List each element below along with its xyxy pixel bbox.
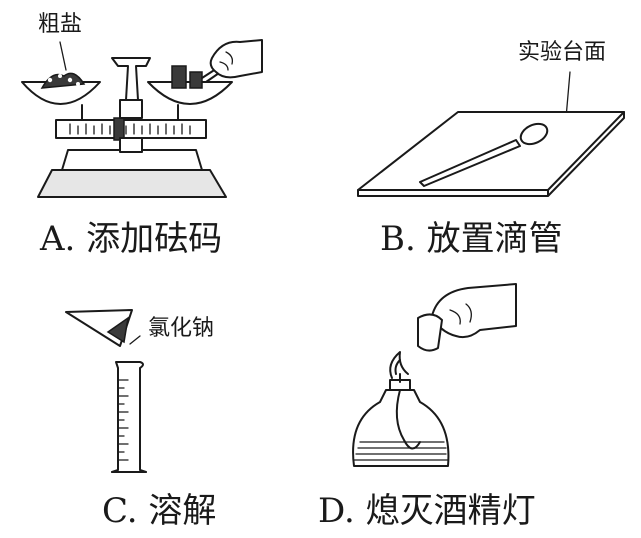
caption-c: C. 溶解 <box>102 491 217 531</box>
sodium-chloride-label: 氯化钠 <box>148 316 215 341</box>
caption-d: D. 熄灭酒精灯 <box>318 491 536 531</box>
panel-c: 氯化钠 C. 溶解 <box>0 270 320 538</box>
panel-a: 粗盐 A. 添加砝码 <box>0 0 320 270</box>
balance-illustration <box>21 39 263 198</box>
panel-d: D. 熄灭酒精灯 <box>318 270 641 538</box>
dropper-illustration <box>357 71 625 197</box>
caption-a: A. 添加砝码 <box>40 219 223 259</box>
caption-b: B. 放置滴管 <box>380 219 563 259</box>
panel-b: 实验台面 B. 放置滴管 <box>320 0 641 270</box>
coarse-salt-label: 粗盐 <box>38 12 83 37</box>
bench-surface-label: 实验台面 <box>518 40 607 65</box>
cylinder-illustration <box>65 309 147 473</box>
alcohol-lamp-illustration <box>352 283 517 467</box>
